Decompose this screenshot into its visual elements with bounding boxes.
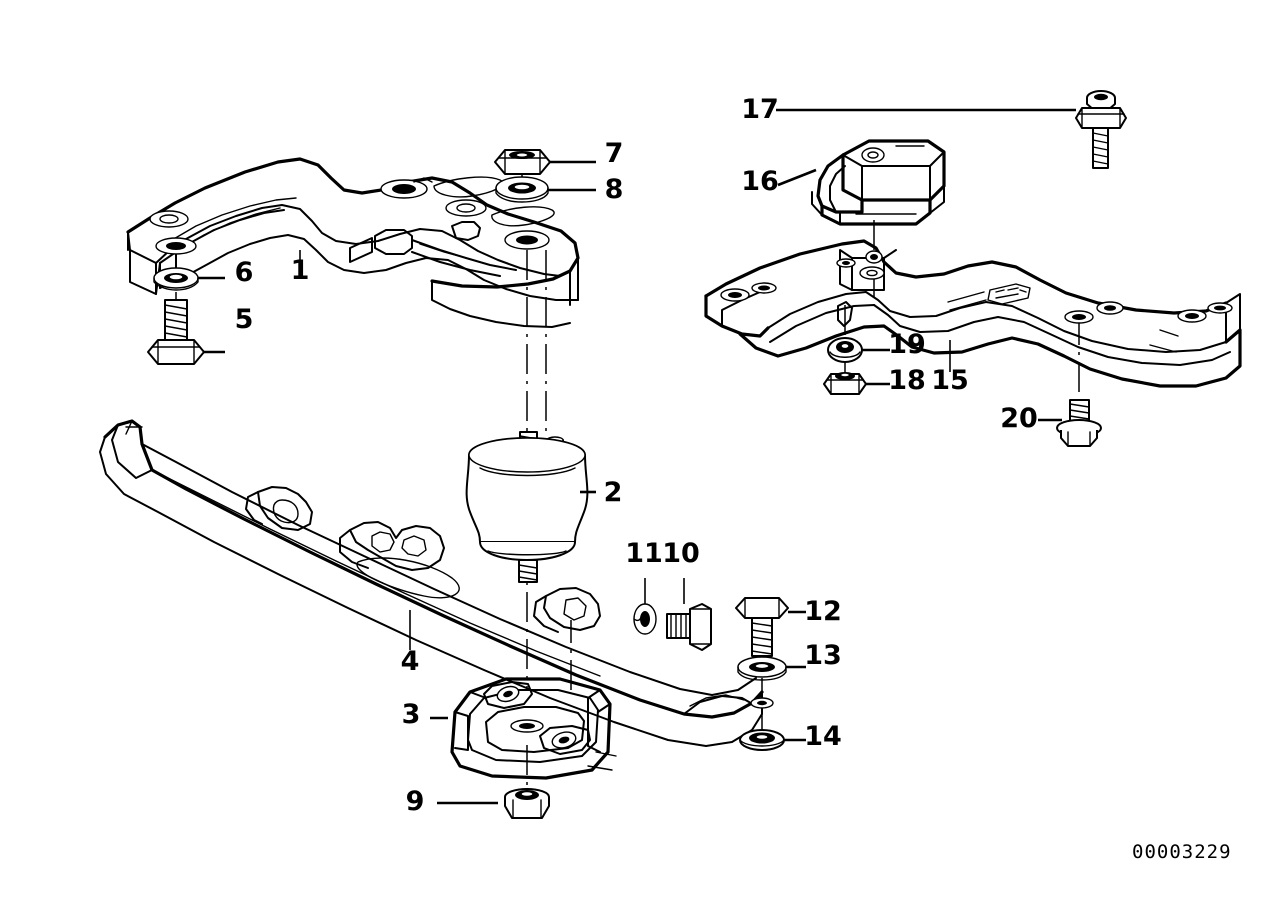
- callout-number-20: 20: [1000, 403, 1038, 434]
- callout-number-18: 18: [888, 365, 926, 396]
- center-lines: [175, 96, 1102, 792]
- part-hex-bolt-10: [666, 603, 712, 651]
- part-flange-nut-9: [504, 788, 550, 819]
- callout-number-10: 10: [662, 538, 700, 569]
- callout-number-1: 1: [291, 255, 310, 286]
- part-gearbox-mount-16: [811, 127, 1109, 226]
- callout-number-13: 13: [804, 640, 842, 671]
- part-flange-nut-17: [1075, 90, 1127, 129]
- part-washer-19: [827, 337, 863, 363]
- part-hex-bolt-5: [147, 299, 205, 365]
- part-washer-8: [495, 176, 549, 203]
- part-front-crossmember: [126, 157, 580, 328]
- part-hex-nut-18: [823, 372, 867, 395]
- part-washer-6: [153, 267, 199, 291]
- part-support-rail: [99, 419, 774, 747]
- callout-number-17: 17: [741, 94, 779, 125]
- callout-number-7: 7: [605, 138, 624, 169]
- callout-number-12: 12: [804, 596, 842, 627]
- part-flange-bolt-20: [1056, 399, 1102, 447]
- callout-number-2: 2: [604, 477, 623, 508]
- callout-number-16: 16: [741, 166, 779, 197]
- callout-number-3: 3: [402, 699, 421, 730]
- part-nut-14: [739, 729, 785, 751]
- callout-number-9: 9: [406, 786, 425, 817]
- diagram-id-label: 00003229: [1132, 841, 1232, 863]
- callout-number-14: 14: [804, 721, 842, 752]
- part-washer-13: [737, 656, 787, 681]
- callout-number-5: 5: [235, 304, 254, 335]
- part-hex-nut-7: [494, 149, 551, 175]
- callout-leaders: [198, 108, 1076, 805]
- callout-number-15: 15: [931, 365, 969, 396]
- callout-number-6: 6: [235, 257, 254, 288]
- callout-number-8: 8: [605, 174, 624, 205]
- part-rear-crossmember: [704, 239, 1242, 388]
- part-u-bracket: [450, 677, 617, 780]
- callout-number-11: 11: [625, 538, 663, 569]
- part-hex-bolt-12: [735, 597, 789, 657]
- part-washer-11: [633, 603, 657, 635]
- callout-number-4: 4: [401, 646, 420, 677]
- callout-number-19: 19: [888, 329, 926, 360]
- part-rubber-mount: [465, 431, 589, 583]
